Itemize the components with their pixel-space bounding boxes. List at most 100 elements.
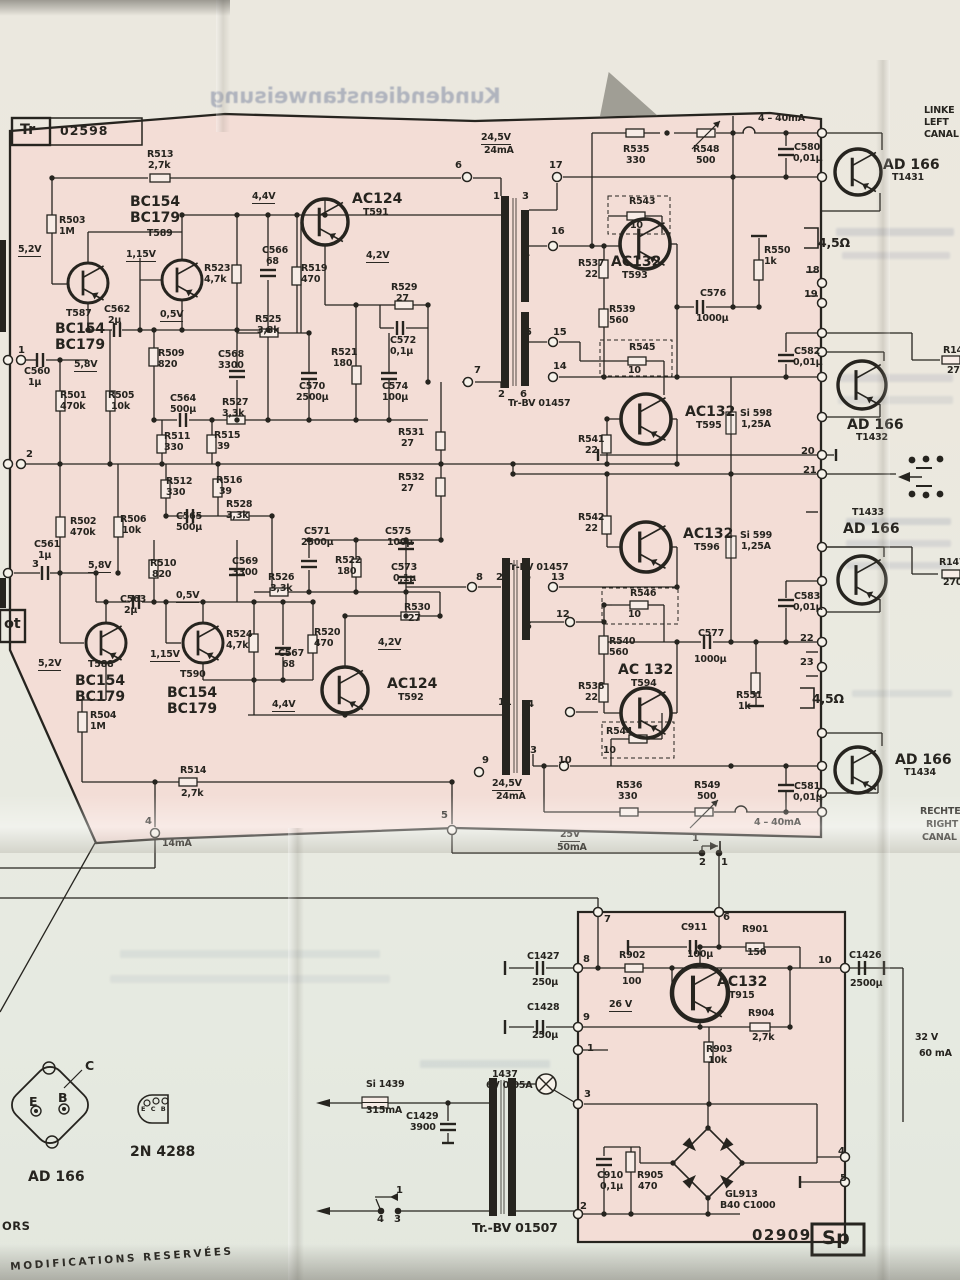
junction-dot (510, 471, 516, 477)
schematic-label: AD 166 (847, 417, 904, 433)
schematic-label: R509 (158, 348, 185, 359)
ors-fragment: ORS (2, 1219, 31, 1233)
transistor-body (833, 745, 883, 795)
junction-dot (306, 330, 312, 336)
junction-dot (783, 639, 789, 645)
schematic-label: 10 (628, 609, 641, 620)
resistor (148, 559, 159, 579)
terminal (816, 468, 828, 480)
junction-dot (601, 243, 607, 249)
schematic-label: 4 (523, 249, 530, 260)
schematic-label: R531 (398, 427, 425, 438)
ghost-smudge (846, 562, 951, 569)
junction-dot (728, 471, 734, 477)
schematic-label: 32 V (915, 1032, 939, 1043)
schematic-label: T594 (631, 678, 657, 689)
terminal (816, 787, 828, 799)
resistor (598, 683, 609, 703)
schematic-label: C910 (597, 1170, 624, 1181)
schematic-label: 13 (551, 572, 565, 583)
paper-edge-mark (0, 578, 6, 608)
potentiometer-arrow (691, 120, 721, 150)
schematic-label: 3 (530, 745, 537, 756)
schematic-label: 2500μ (850, 978, 883, 989)
transistor-emitter-arrow (705, 1006, 713, 1014)
schematic-label: AC132 (717, 974, 768, 990)
resistor (624, 963, 644, 973)
resistor (598, 259, 609, 279)
schematic-label: 4 (377, 1214, 384, 1225)
ghost-smudge (852, 690, 952, 697)
schematic-label: 4 (145, 816, 152, 827)
schematic-label: AC132 (683, 526, 734, 542)
terminal (839, 1176, 851, 1188)
schematic-label: 3,3k (257, 325, 280, 336)
current-loop-hook (734, 805, 748, 813)
wire (553, 1089, 575, 1103)
schematic-label: 6 (524, 572, 531, 583)
schematic-label: 1 (396, 1185, 403, 1196)
schematic-label: R542 (578, 512, 605, 523)
schematic-label: 16 (551, 226, 565, 237)
psu-block-paper (578, 912, 845, 1242)
transistor-body (84, 621, 128, 665)
schematic-label: 150 (747, 947, 767, 958)
junction-dot (159, 461, 165, 467)
schematic-label: E C B (141, 1105, 168, 1113)
terminal (839, 1151, 851, 1163)
schematic-label: C576 (700, 288, 727, 299)
schematic-label: 10 (818, 955, 832, 966)
sp-box (810, 1222, 866, 1257)
junction-dot (209, 417, 215, 423)
terminal (816, 661, 828, 673)
terminal (816, 346, 828, 358)
junction-dot (151, 599, 157, 605)
schematic-label: 470k (70, 527, 96, 538)
resistor (941, 569, 960, 579)
schematic-label: Tr-BV 01457 (508, 398, 571, 409)
schematic-label: 1 (692, 833, 699, 844)
diode-icon (720, 1137, 734, 1151)
junction-dot (49, 175, 55, 181)
package-ad166-hole (45, 1135, 59, 1149)
transistor (833, 745, 883, 795)
schematic-label: 2 (496, 572, 503, 583)
ghost-smudge (838, 396, 953, 404)
schematic-label: 0,5V (160, 309, 184, 322)
schematic-label: 1μ (28, 377, 42, 388)
schematic-label: R538 (578, 681, 605, 692)
terminal (473, 766, 485, 778)
schematic-label: T1431 (892, 172, 924, 183)
ghost-smudge (836, 228, 954, 236)
schematic-label: C566 (262, 245, 289, 256)
schematic-label: 24,5V (481, 132, 511, 145)
junction-dot (604, 471, 610, 477)
schematic-label: C911 (681, 922, 708, 933)
junction-dot (215, 461, 221, 467)
schematic-label: 180 (333, 358, 353, 369)
schematic-label: 1 (501, 747, 508, 758)
junction-dot (403, 613, 409, 619)
schematic-label: BC154 (55, 321, 106, 337)
junction-dot (234, 212, 240, 218)
terminal (816, 636, 828, 648)
transistor-emitter-arrow (649, 256, 657, 263)
terminal (547, 240, 559, 252)
terminal (816, 297, 828, 309)
schematic-label: 5 (525, 327, 532, 338)
schematic-label: R524 (226, 629, 253, 640)
resistor (291, 266, 302, 286)
schematic-label: 1k (764, 256, 777, 267)
terminal (816, 727, 828, 739)
junction-dot (179, 327, 185, 333)
schematic-label: 5 (840, 1173, 847, 1184)
schematic-label: CANAL (922, 832, 957, 843)
schematic-label: C580 (794, 142, 821, 153)
schematic-label: 4 – 40mA (758, 113, 805, 124)
transistor-body (66, 261, 110, 305)
current-loop-hook (742, 126, 756, 134)
connector-arrow-icon (898, 472, 910, 482)
transformer-winding-bar (501, 196, 509, 388)
schematic-label: GL913 (725, 1189, 758, 1200)
schematic-label: R539 (609, 304, 636, 315)
